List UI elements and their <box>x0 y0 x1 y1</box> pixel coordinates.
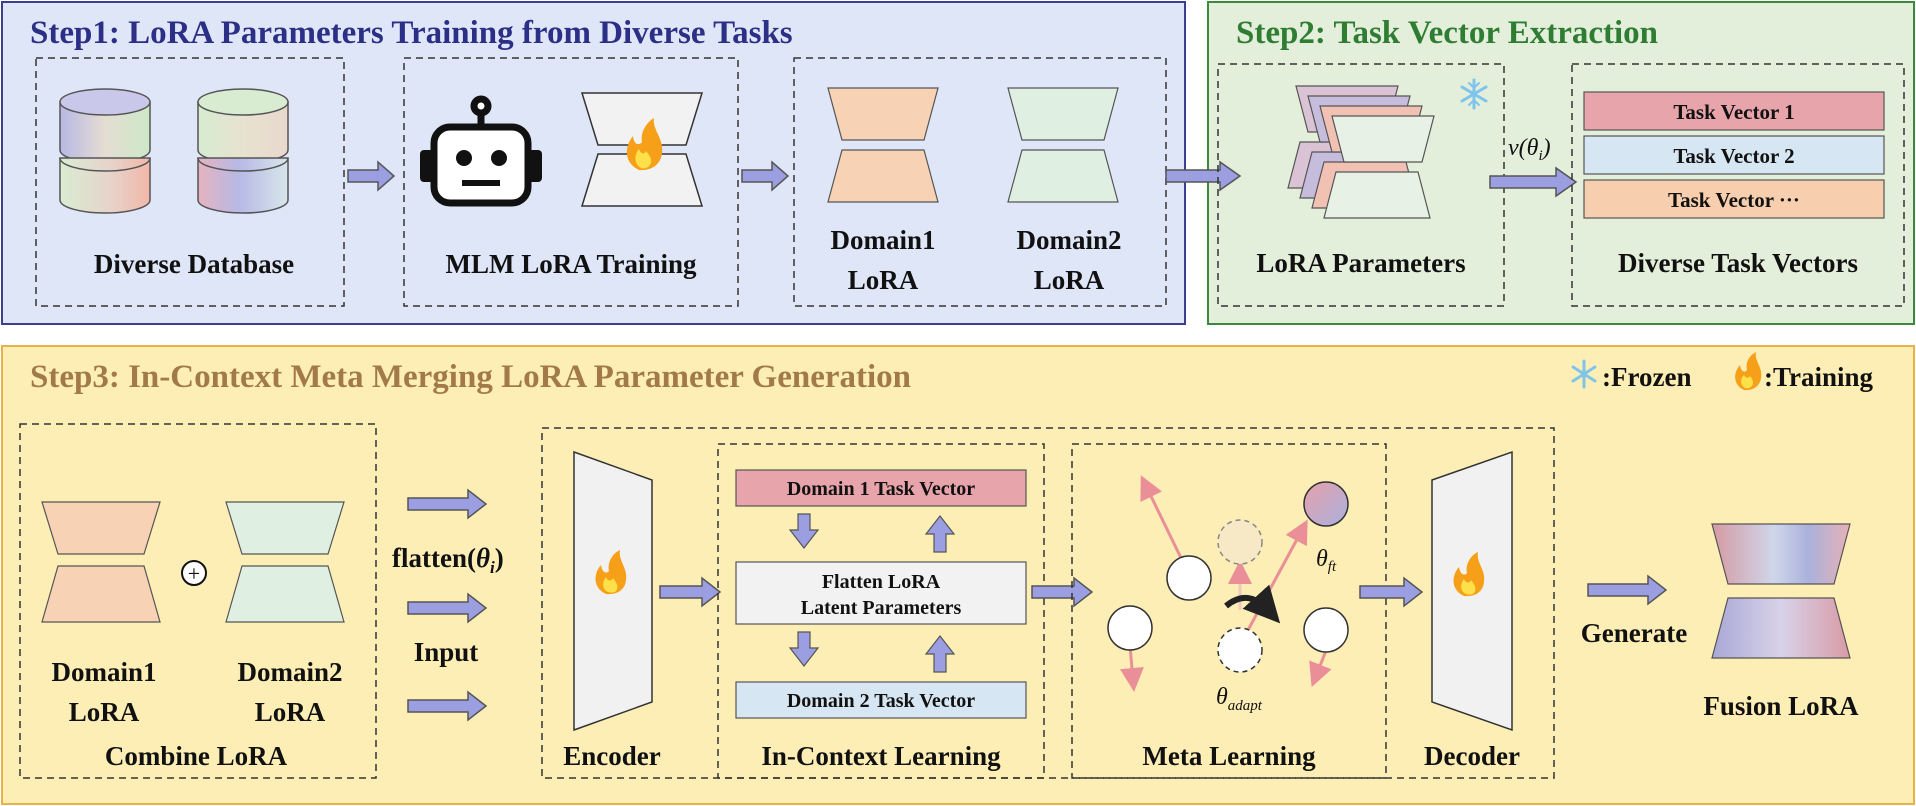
legend-fire-icon <box>1735 352 1762 391</box>
domain2-lora-icon <box>1007 87 1119 203</box>
icl-flatten-latent-box <box>735 561 1027 625</box>
domain1-lora-icon <box>827 87 939 203</box>
icl-vertical-arrows <box>788 513 956 673</box>
icl-domain1-task-vector-label: Domain 1 Task Vector <box>787 478 975 500</box>
step1-title: Step1: LoRA Parameters Training from Div… <box>30 15 793 51</box>
arrow-mlm-to-domain <box>741 160 790 192</box>
stacked-lora-icon <box>1287 85 1435 219</box>
icl-flatten-line1: Flatten LoRA <box>822 571 941 593</box>
legend-frozen: :Frozen <box>1602 362 1691 392</box>
input-label: Input <box>414 637 479 667</box>
fusion-lora-icon <box>1711 523 1851 659</box>
icl-box <box>717 443 1045 779</box>
combine-domain2-line2: LoRA <box>255 697 326 727</box>
icl-arrow-down-1 <box>788 513 820 549</box>
meta-learning-label: Meta Learning <box>1142 741 1316 771</box>
icl-domain1-task-vector <box>735 469 1027 507</box>
flatten-label: flatten(θi) <box>392 543 504 577</box>
task-vector-1-label: Task Vector 1 <box>1673 100 1794 124</box>
arrow-step1-to-step2 <box>1165 160 1242 192</box>
icl-domain2-task-vector-label: Domain 2 Task Vector <box>787 690 975 712</box>
task-vector-more-label: Task Vector ··· <box>1668 188 1800 212</box>
meta-learning-graphic <box>1107 475 1349 692</box>
icl-arrow-up-1 <box>924 515 956 553</box>
fire-icon <box>626 118 663 171</box>
model-pipeline-box <box>541 427 1555 779</box>
plus-icon: + <box>181 560 207 586</box>
theta-adapt-label: θadapt <box>1216 684 1263 714</box>
trainable-lora-icon <box>580 92 704 207</box>
combine-domain1-lora-icon <box>41 501 161 623</box>
diverse-task-vectors-label: Diverse Task Vectors <box>1618 248 1858 278</box>
generate-label: Generate <box>1581 618 1687 648</box>
task-vectors-box <box>1571 63 1905 307</box>
icl-domain2-task-vector <box>735 681 1027 719</box>
mlm-label: MLM LoRA Training <box>445 249 697 279</box>
domain2-label-line1: Domain2 <box>1016 225 1121 255</box>
combine-domain1-line2: LoRA <box>69 697 140 727</box>
arrow-encoder-to-icl <box>659 576 722 608</box>
database-box <box>35 57 345 307</box>
meta-learning-box <box>1071 443 1387 779</box>
combine-domain2-line1: Domain2 <box>237 657 342 687</box>
input-arrow-1 <box>407 488 488 520</box>
legend-snowflake-icon <box>1571 359 1597 389</box>
database-icon-2 <box>197 88 289 214</box>
domain1-label-line1: Domain1 <box>830 225 935 255</box>
task-vector-more-bar <box>1583 179 1885 219</box>
vtheta-label: v(θi) <box>1508 135 1551 164</box>
encoder-fire-icon <box>595 550 627 595</box>
database-icon-1 <box>59 88 151 214</box>
encoder-label: Encoder <box>563 741 661 771</box>
icl-arrow-down-2 <box>788 631 820 667</box>
task-vector-1-bar <box>1583 91 1885 131</box>
mlm-box <box>403 57 739 307</box>
arrow-meta-to-decoder <box>1359 576 1424 608</box>
generate-arrow <box>1587 574 1668 606</box>
domain2-label-line2: LoRA <box>1034 265 1105 295</box>
icl-arrow-up-2 <box>924 635 956 673</box>
icl-flatten-line2: Latent Parameters <box>801 597 962 619</box>
task-vector-2-bar <box>1583 135 1885 175</box>
task-vector-list: Task Vector 1 Task Vector 2 Task Vector … <box>1583 91 1885 219</box>
input-arrow-3 <box>407 690 488 722</box>
task-vector-2-label: Task Vector 2 <box>1673 144 1794 168</box>
decoder-fire-icon <box>1453 552 1485 597</box>
legend-training: :Training <box>1764 362 1874 392</box>
step2-title: Step2: Task Vector Extraction <box>1236 15 1658 51</box>
arrow-db-to-mlm <box>347 160 396 192</box>
arrow-to-task-vectors <box>1489 166 1578 198</box>
step3-title: Step3: In-Context Meta Merging LoRA Para… <box>30 359 911 395</box>
combine-lora-label: Combine LoRA <box>105 741 288 771</box>
combine-lora-box <box>19 423 377 779</box>
fusion-lora-label: Fusion LoRA <box>1703 691 1859 721</box>
combine-domain2-lora-icon <box>225 501 345 623</box>
plus-sign: + <box>188 561 200 586</box>
combine-domain1-line1: Domain1 <box>51 657 156 687</box>
snowflake-icon <box>1460 78 1488 110</box>
robot-icon <box>420 95 542 207</box>
input-arrows <box>407 488 488 722</box>
domain1-label-line2: LoRA <box>848 265 919 295</box>
arrow-icl-to-meta <box>1031 576 1094 608</box>
decoder-label: Decoder <box>1424 741 1520 771</box>
icl-label: In-Context Learning <box>761 741 1001 771</box>
lora-params-label: LoRA Parameters <box>1256 248 1465 278</box>
database-label: Diverse Database <box>94 249 294 279</box>
input-arrow-2 <box>407 592 488 624</box>
theta-ft-label: θft <box>1316 546 1337 575</box>
